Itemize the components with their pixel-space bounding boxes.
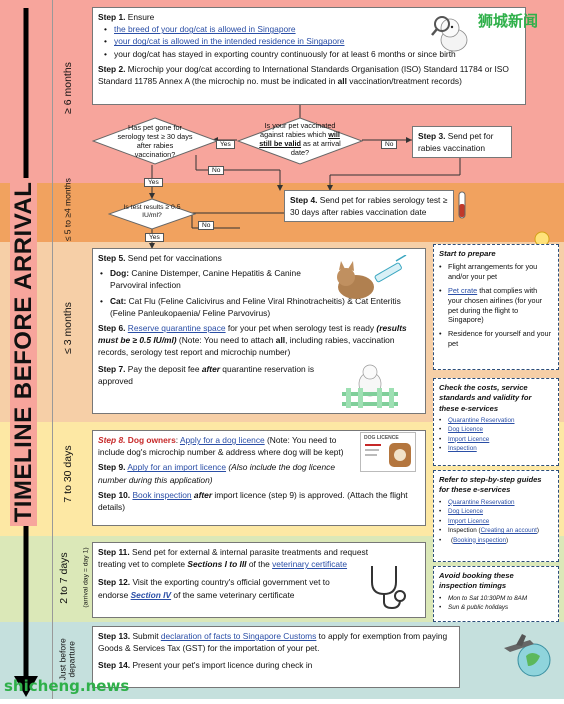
- decision-test-results-text: Is test results ≥ 0.5 IU/ml?: [123, 204, 181, 220]
- book-inspection-link[interactable]: Book inspection: [132, 489, 192, 500]
- booking-inspection-link[interactable]: Booking inspection: [453, 536, 506, 544]
- veterinary-certificate-link[interactable]: veterinary certificate: [272, 559, 348, 570]
- side-panel-link-item: Dog Licence: [439, 426, 553, 435]
- step-14-text: Step 14. Present your pet's import licen…: [98, 660, 313, 671]
- period-label-2-7-days-sub: (arrival day = day 1): [82, 547, 90, 608]
- guide-import-licence-link[interactable]: Import Licence: [448, 517, 490, 525]
- label-yes: Yes: [144, 178, 163, 187]
- step-11-text: Step 11. Send pet for external & interna…: [98, 547, 369, 570]
- side-panel-link-item: Quarantine Reservation: [439, 499, 553, 508]
- watermark-bottom: shicheng.news: [4, 677, 130, 695]
- step-1-item: the breed of your dog/cat is allowed in …: [102, 23, 520, 35]
- label-no: No: [381, 140, 398, 149]
- step-9-text: Step 9. Apply for an import licence (Als…: [98, 462, 335, 485]
- decision-serology-text: Has pet gone for serology test ≥ 30 days…: [117, 123, 193, 160]
- decision-rabies-valid: [236, 117, 364, 165]
- section-iv-link[interactable]: Section IV: [130, 589, 172, 600]
- side-panel-link-item: (Booking inspection): [439, 537, 553, 546]
- step-13-14-box: Step 13. Submit declaration of facts to …: [92, 626, 460, 688]
- side-panel-item: Pet crate that complies with your chosen…: [439, 286, 553, 325]
- plane-globe-icon: [500, 626, 556, 682]
- declaration-customs-link[interactable]: declaration of facts to Singapore Custom…: [160, 631, 317, 641]
- side-panel-guides: Refer to step-by-step guides for these e…: [433, 470, 559, 562]
- label-no: No: [208, 166, 225, 175]
- quarantine-reservation-link[interactable]: Quarantine Reservation: [448, 416, 515, 424]
- step-12-text: Step 12. Visit the exporting country's o…: [98, 577, 330, 600]
- side-panel-link-item: Dog Licence: [439, 508, 553, 517]
- side-panel-start-prepare: Start to prepare Flight arrangements for…: [433, 244, 559, 370]
- pet-crate-link[interactable]: Pet crate: [448, 285, 478, 295]
- step-5-item-dog: Dog: Canine Distemper, Canine Hepatitis …: [98, 267, 308, 291]
- step-13-text: Step 13. Submit declaration of facts to …: [98, 631, 448, 654]
- watermark-top: 狮城新闻: [478, 12, 539, 30]
- residence-allowed-link[interactable]: your dog/cat is allowed in the intended …: [114, 36, 345, 47]
- step-1-item: your dog/cat has stayed in exporting cou…: [102, 48, 520, 60]
- breed-allowed-link[interactable]: the breed of your dog/cat is allowed in …: [114, 24, 296, 35]
- inspection-link[interactable]: Inspection: [448, 445, 477, 453]
- apply-dog-licence-link[interactable]: Apply for a dog licence: [179, 435, 265, 445]
- side-panel-link-item: Inspection: [439, 445, 553, 454]
- decision-rabies-text: Is your pet vaccinated against rabies wh…: [259, 121, 341, 158]
- cat-syringe-icon: [330, 254, 410, 305]
- step-1-2-box: Step 1. Ensure the breed of your dog/cat…: [92, 7, 526, 105]
- flow-connector: [0, 0, 564, 260]
- step-1-item: your dog/cat is allowed in the intended …: [102, 35, 520, 47]
- avoid-timing-item: Sun & public holidays: [439, 604, 553, 613]
- dog-licence-card-icon: DOG LICENCE: [360, 432, 416, 472]
- step-6-text: Step 6. Reserve quarantine space for you…: [98, 322, 407, 358]
- import-licence-link[interactable]: Import Licence: [448, 435, 490, 443]
- step-11-12-box: Step 11. Send pet for external & interna…: [92, 542, 426, 618]
- reserve-quarantine-link[interactable]: Reserve quarantine space: [127, 322, 226, 333]
- label-no: No: [198, 221, 215, 230]
- cat-fence-icon: [340, 360, 400, 410]
- dog-with-magnifier-icon: [430, 12, 474, 54]
- step-10-text: Step 10. Book inspection after import li…: [98, 489, 408, 512]
- stethoscope-icon: [360, 562, 410, 612]
- step-3-box: Step 3. Send pet for rabies vaccination: [412, 126, 512, 158]
- step-2-text: Step 2. Microchip your dog/cat according…: [98, 63, 509, 86]
- label-yes: Yes: [216, 140, 235, 149]
- period-column-border: [52, 0, 53, 699]
- create-account-link[interactable]: Creating an account: [480, 527, 537, 534]
- decision-serology-test: [91, 117, 219, 165]
- period-label-7-30-days: 7 to 30 days: [62, 445, 74, 503]
- step-4-box: Step 4. Send pet for rabies serology tes…: [284, 190, 454, 222]
- decision-test-results: [107, 198, 197, 230]
- step-5-item-cat: Cat: Cat Flu (Feline Calicivirus and Fel…: [98, 295, 418, 319]
- guide-quarantine-link[interactable]: Quarantine Reservation: [448, 498, 515, 506]
- period-label-2-7-days: 2 to 7 days: [58, 552, 70, 604]
- test-tube-icon: [452, 190, 472, 222]
- side-panel-link-item: Import Licence: [439, 518, 553, 527]
- step-5-list: Dog: Canine Distemper, Canine Hepatitis …: [98, 267, 401, 319]
- step-8-text: Step 8. Dog owners: Apply for a dog lice…: [98, 435, 344, 458]
- side-panel-link-item: Inspection (Creating an account): [439, 527, 553, 536]
- step-1-list: the breed of your dog/cat is allowed in …: [102, 23, 520, 60]
- side-panel-item: Flight arrangements for you and/or your …: [439, 262, 553, 282]
- side-panel-item: Residence for yourself and your pet: [439, 329, 553, 349]
- avoid-timing-item: Mon to Sat 10:30PM to 8AM: [439, 595, 553, 604]
- dog-licence-link[interactable]: Dog Licence: [448, 426, 484, 434]
- side-panel-link-item: Import Licence: [439, 436, 553, 445]
- side-panel-check-costs: Check the costs, service standards and v…: [433, 378, 559, 466]
- step-7-text: Step 7. Pay the deposit fee after quaran…: [98, 363, 315, 386]
- side-panel-link-item: Quarantine Reservation: [439, 417, 553, 426]
- guide-dog-licence-link[interactable]: Dog Licence: [448, 508, 484, 515]
- period-label-3-months: ≤ 3 months: [62, 302, 74, 354]
- label-yes: Yes: [145, 233, 164, 242]
- side-panel-avoid-timings: Avoid booking these inspection timings M…: [433, 566, 559, 622]
- apply-import-licence-link[interactable]: Apply for an import licence: [127, 462, 227, 473]
